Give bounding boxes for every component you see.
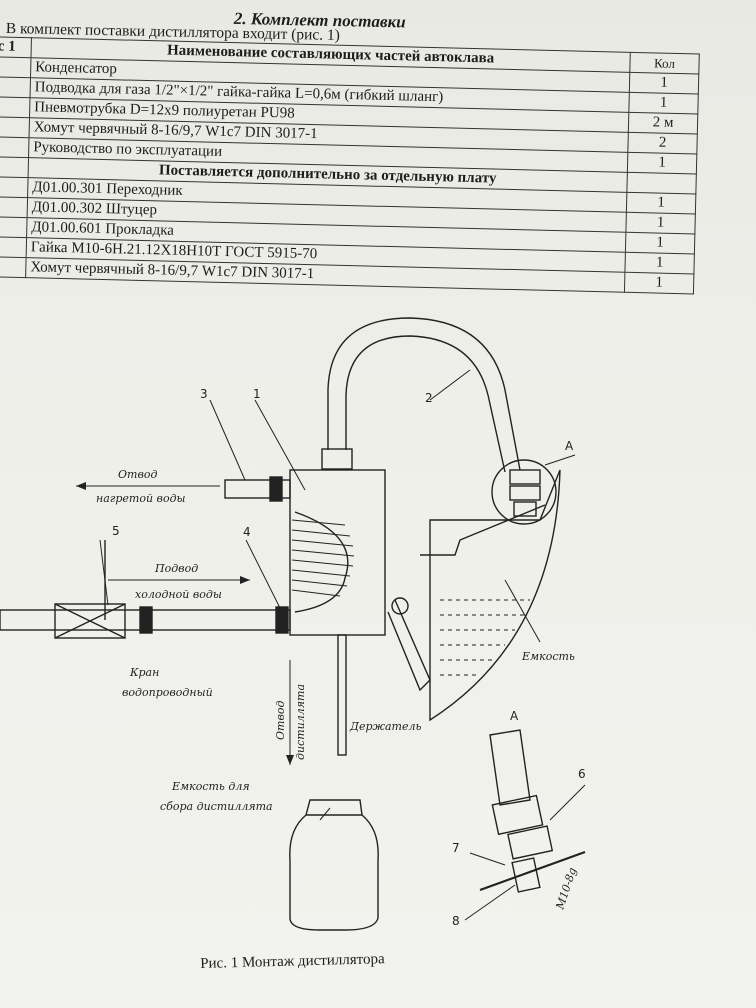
label-view-a: А (565, 439, 574, 453)
vessel (429, 469, 561, 722)
callout-2: 2 (425, 391, 433, 405)
header-qty: Кол (629, 52, 700, 75)
label-tap-1: Кран (129, 666, 159, 679)
hot-water-pipe (224, 479, 291, 499)
top-nut (321, 448, 353, 470)
label-hot-water-1: Отвод (118, 468, 157, 481)
label-vessel: Емкость (521, 650, 575, 663)
label-distillate-2: дистиллята (294, 684, 307, 760)
callout-3: 3 (200, 387, 208, 401)
label-tap-2: водопроводный (122, 686, 213, 699)
holder (387, 599, 431, 692)
callout-6: 6 (578, 767, 586, 781)
label-collect-2: сбора дистиллята (160, 800, 273, 813)
figure-caption: Рис. 1 Монтаж дистиллятора (200, 951, 385, 972)
label-view-a-detail: А (510, 709, 519, 723)
hose-inner (345, 335, 506, 473)
label-cold-water-1: Подвод (154, 562, 198, 575)
detail-a-circle (491, 459, 557, 525)
label-thread: М10-8g (553, 866, 579, 912)
callout-8: 8 (452, 914, 460, 928)
label-distillate-1: Отвод (274, 701, 287, 740)
contents-table: с 1 Наименование составляющих частей авт… (0, 36, 700, 294)
collection-jar (289, 799, 379, 931)
callout-1: 1 (253, 387, 261, 401)
label-cold-water-2: холодной воды (135, 588, 222, 601)
label-holder: Держатель (349, 720, 422, 733)
distillate-rod (337, 634, 347, 756)
water-tap (54, 603, 126, 639)
distiller-assembly-drawing: Отвод нагретой воды Подвод холодной воды… (0, 317, 586, 931)
header-num: с 1 (0, 36, 32, 58)
hose-outer (327, 317, 521, 471)
callout-4: 4 (243, 525, 251, 539)
coil-curve (294, 511, 349, 613)
detail-a-view (489, 729, 531, 806)
callout-7: 7 (452, 841, 460, 855)
label-hot-water-2: нагретой воды (96, 492, 186, 505)
label-collect-1: Емкость для (171, 780, 250, 793)
callout-5: 5 (112, 524, 120, 538)
